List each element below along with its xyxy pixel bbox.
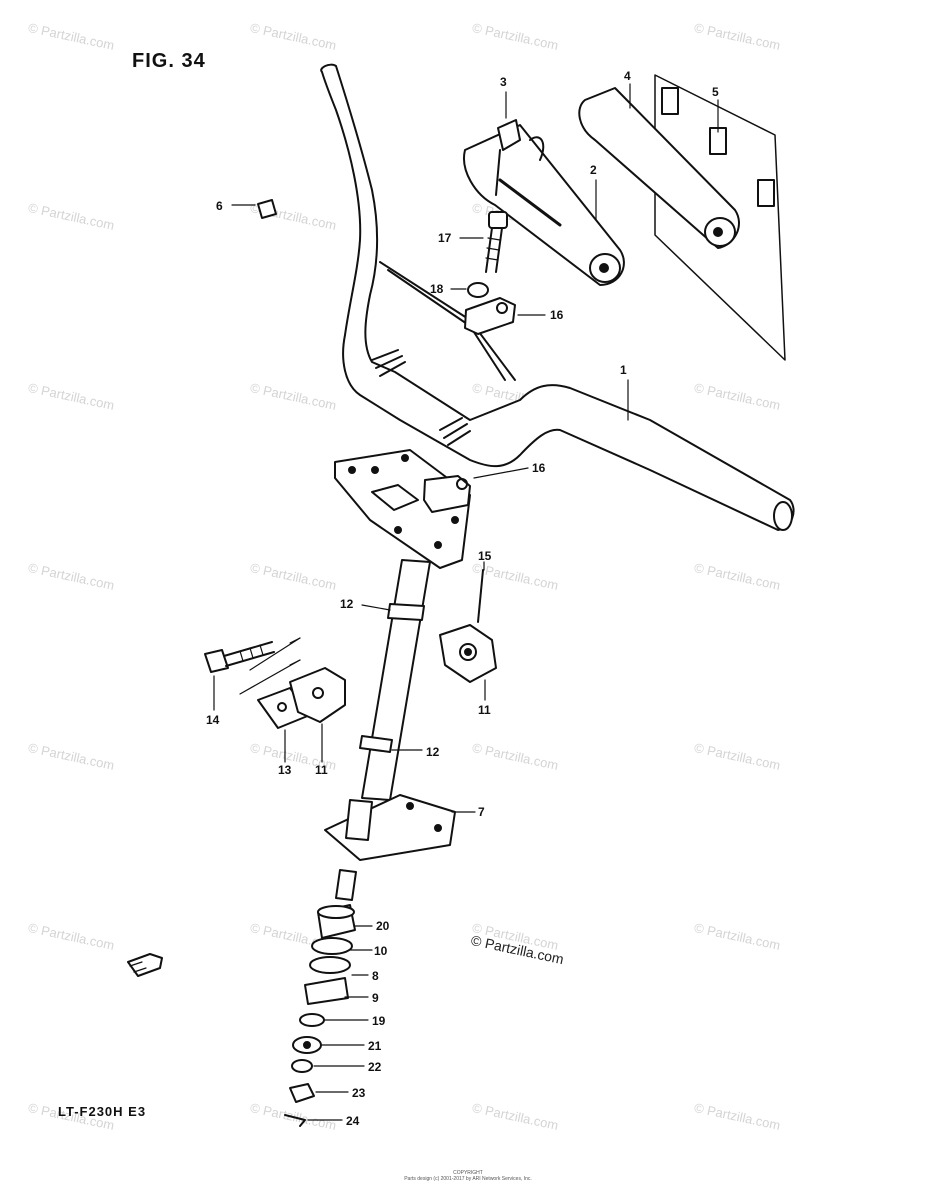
handlebar-part — [320, 63, 795, 531]
steering-shaft-part — [359, 559, 431, 801]
bolt-17-part — [485, 211, 508, 273]
callout-14[interactable]: 14 — [206, 713, 220, 727]
callout-16-lower[interactable]: 16 — [532, 461, 546, 475]
callout-11-right[interactable]: 11 — [478, 703, 491, 717]
callout-8[interactable]: 8 — [372, 969, 379, 983]
callout-18[interactable]: 18 — [430, 282, 444, 296]
callout-12-upper[interactable]: 12 — [340, 597, 354, 611]
callout-17[interactable]: 17 — [438, 231, 452, 245]
callout-12-lower[interactable]: 12 — [426, 745, 440, 759]
upper-bracket-part — [334, 449, 471, 569]
model-label: LT-F230H E3 — [58, 1104, 147, 1119]
footer-copyright: COPYRIGHT Parts design (c) 2001-2017 by … — [398, 1170, 538, 1182]
callout-20[interactable]: 20 — [376, 919, 390, 933]
lower-bracket-part — [324, 794, 456, 901]
callout-24[interactable]: 24 — [346, 1114, 360, 1128]
figure-title: FIG. 34 — [132, 50, 206, 72]
callout-11-left[interactable]: 11 — [315, 763, 328, 777]
footer-line2: Parts design (c) 2001-2017 by ARI Networ… — [404, 1176, 532, 1182]
callout-19[interactable]: 19 — [372, 1014, 386, 1028]
callout-3[interactable]: 3 — [500, 75, 507, 89]
front-arrow-icon — [127, 953, 163, 977]
clamp-11-left-part — [289, 667, 346, 723]
callout-5[interactable]: 5 — [712, 85, 719, 99]
callout-21[interactable]: 21 — [368, 1039, 382, 1053]
bearing-stack-part — [284, 904, 356, 1127]
callout-23[interactable]: 23 — [352, 1086, 366, 1100]
cap-part — [257, 199, 277, 219]
handlebar-pad-part — [463, 124, 625, 286]
callout-9[interactable]: 9 — [372, 991, 379, 1005]
callout-7[interactable]: 7 — [478, 805, 485, 819]
callout-2[interactable]: 2 — [590, 163, 597, 177]
callout-22[interactable]: 22 — [368, 1060, 382, 1074]
callout-13[interactable]: 13 — [278, 763, 292, 777]
pad-sheet-part — [578, 74, 786, 361]
bolt-14-part — [204, 641, 275, 673]
callout-15[interactable]: 15 — [478, 549, 492, 563]
callout-6[interactable]: 6 — [216, 199, 223, 213]
callout-1[interactable]: 1 — [620, 363, 627, 377]
strap-part — [497, 119, 521, 151]
callout-10[interactable]: 10 — [374, 944, 388, 958]
callout-4[interactable]: 4 — [624, 69, 631, 83]
clamp-11-right-part — [439, 624, 497, 683]
footer-line1: COPYRIGHT — [453, 1170, 483, 1176]
callout-16-upper[interactable]: 16 — [550, 308, 564, 322]
clamp-16-upper-part — [464, 297, 516, 335]
